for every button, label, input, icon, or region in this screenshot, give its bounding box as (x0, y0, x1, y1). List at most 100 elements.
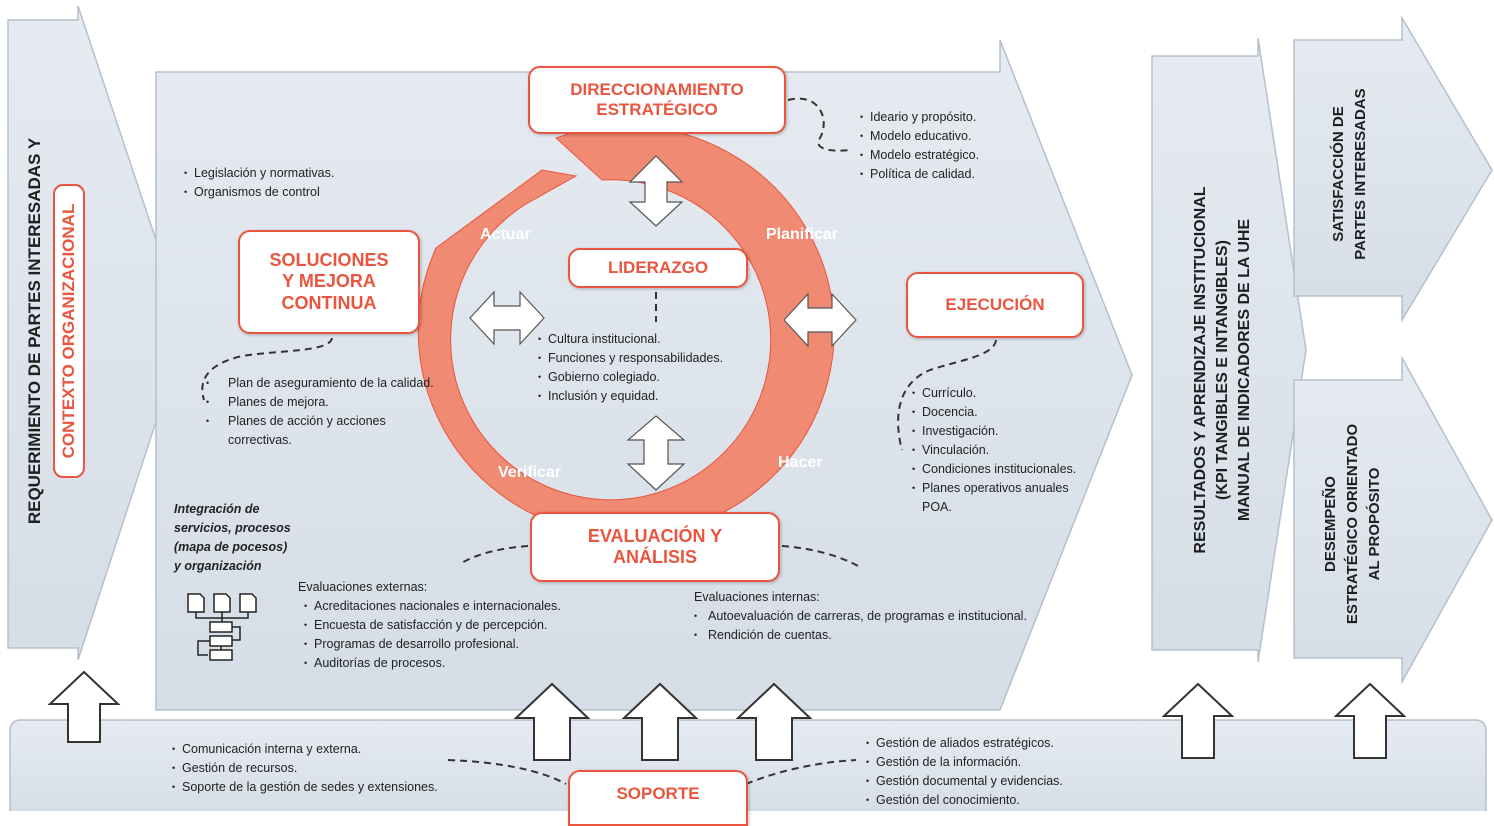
evaluaciones-externas-list: Acreditaciones nacionales e internaciona… (304, 597, 644, 673)
list-item: Docencia. (912, 403, 1140, 422)
up-arrow-left (47, 670, 121, 743)
list-item: Gestión documental y evidencias. (866, 772, 1166, 791)
list-item: Funciones y responsabilidades. (538, 349, 788, 368)
list-item: Inclusión y equidad. (538, 387, 788, 406)
requirement-arrow-label: REQUERIMIENTO DE PARTES INTERESADAS Y CO… (6, 31, 102, 631)
list-item: Ideario y propósito. (860, 108, 1060, 127)
resultados-line-3: MANUAL DE INDICADORES DE LA UHE (1236, 218, 1253, 522)
integracion-line-1: Integración de (174, 502, 260, 516)
liderazgo-box: LIDERAZGO (568, 248, 748, 288)
list-item: Gestión de la información. (866, 753, 1166, 772)
cycle-label-hacer: Hacer (778, 454, 823, 471)
list-item: Plan de aseguramiento de la calidad. (206, 374, 446, 393)
up-arrow-support-2 (621, 682, 699, 761)
evaluaciones-internas-list: Autoevaluación de carreras, de programas… (694, 607, 1032, 645)
direccionamiento-box: DIRECCIONAMIENTO ESTRATÉGICO (528, 66, 786, 134)
list-item: Acreditaciones nacionales e internaciona… (304, 597, 644, 616)
soluciones-box: SOLUCIONES Y MEJORA CONTINUA (238, 230, 420, 334)
integracion-line-3: (mapa de pocesos) (174, 540, 288, 554)
list-item: Gestión de recursos. (172, 759, 492, 778)
ejecucion-title: EJECUCIÓN (945, 294, 1045, 314)
soluciones-line-1: SOLUCIONES (269, 250, 389, 271)
integracion-label: Integración de servicios, procesos (mapa… (174, 500, 314, 576)
list-item: Cultura institucional. (538, 330, 788, 349)
soporte-left-list: Comunicación interna y externa. Gestión … (172, 740, 492, 797)
requirement-line-1: REQUERIMIENTO DE PARTES INTERESADAS Y (25, 137, 44, 525)
connector-soluciones (201, 337, 333, 401)
list-item: Planes operativos anuales POA. (912, 479, 1072, 517)
up-arrow-results (1161, 682, 1235, 759)
list-item: Gestión del conocimiento. (866, 791, 1166, 810)
list-item: Modelo educativo. (860, 127, 1060, 146)
satisfaccion-line-1: SATISFACCIÓN DE (1330, 106, 1347, 242)
satisfaccion-label: SATISFACCIÓN DE PARTES INTERESADAS (1322, 54, 1378, 294)
up-arrow-support-1 (513, 682, 591, 761)
connector-eval-left (459, 545, 529, 565)
desempeno-line-1: DESEMPEÑO (1322, 476, 1339, 572)
list-item: Planes de acción y acciones correctivas. (206, 412, 446, 450)
evaluacion-box: EVALUACIÓN Y ANÁLISIS (530, 512, 780, 582)
resultados-line-2: (KPI TANGIBLES E INTANGIBLES) (1214, 240, 1231, 500)
list-item: Currículo. (912, 384, 1140, 403)
soporte-right-list: Gestión de aliados estratégicos. Gestión… (866, 734, 1166, 810)
connector-direccionamiento (787, 97, 851, 152)
list-item: Soporte de la gestión de sedes y extensi… (172, 778, 492, 797)
double-arrow-left (469, 290, 545, 346)
cycle-label-planificar: Planificar (766, 226, 839, 243)
satisfaccion-line-2: PARTES INTERESADAS (1352, 88, 1369, 260)
double-arrow-top (628, 155, 684, 227)
ejecucion-list: Currículo. Docencia. Investigación. Vinc… (912, 384, 1140, 517)
list-item: Legislación y normativas. (184, 164, 424, 183)
list-item: Comunicación interna y externa. (172, 740, 492, 759)
contexto-list: Legislación y normativas. Organismos de … (184, 164, 424, 202)
satisfaction-arrow (1293, 15, 1493, 323)
list-item: Rendición de cuentas. (694, 626, 1032, 645)
ejecucion-box: EJECUCIÓN (906, 272, 1084, 338)
cycle-label-actuar: Actuar (480, 226, 531, 243)
list-item: Gestión de aliados estratégicos. (866, 734, 1166, 753)
integracion-line-4: y organización (174, 559, 262, 573)
integracion-line-2: servicios, procesos (174, 521, 291, 535)
evaluacion-line-1: EVALUACIÓN Y (587, 525, 723, 546)
connector-eval-right (781, 545, 859, 567)
list-item: Vinculación. (912, 441, 1140, 460)
desempeno-line-2: ESTRATÉGICO ORIENTADO (1344, 423, 1361, 625)
evaluaciones-internas-title: Evaluaciones internas: (694, 590, 820, 604)
resultados-label: RESULTADOS Y APRENDIZAJE INSTITUCIONAL (… (1168, 80, 1278, 660)
requirement-arrow (7, 5, 187, 661)
double-arrow-bottom (626, 415, 686, 491)
desempeno-label: DESEMPEÑO ESTRATÉGICO ORIENTADO AL PROPÓ… (1315, 379, 1391, 669)
liderazgo-list: Cultura institucional. Funciones y respo… (538, 330, 788, 406)
soluciones-list: Plan de aseguramiento de la calidad. Pla… (206, 374, 446, 450)
soporte-box: SOPORTE (568, 770, 748, 826)
liderazgo-title: LIDERAZGO (607, 257, 709, 277)
list-item: Planes de mejora. (206, 393, 446, 412)
process-map-icon (187, 593, 257, 661)
soluciones-line-3: CONTINUA (281, 292, 377, 313)
soporte-title: SOPORTE (616, 783, 700, 803)
direccionamiento-list: Ideario y propósito. Modelo educativo. M… (860, 108, 1060, 184)
list-item: Modelo estratégico. (860, 146, 1060, 165)
contexto-organizacional-label: CONTEXTO ORGANIZACIONAL (59, 203, 78, 459)
list-item: Organismos de control (184, 183, 424, 202)
up-arrow-outcomes (1333, 682, 1407, 759)
cycle-label-verificar: Verificar (498, 464, 562, 481)
list-item: Encuesta de satisfacción y de percepción… (304, 616, 644, 635)
soluciones-line-2: Y MEJORA (282, 271, 376, 292)
list-item: Política de calidad. (860, 165, 1060, 184)
performance-arrow (1293, 355, 1493, 685)
up-arrow-support-3 (735, 682, 813, 761)
connector-ejecucion (897, 339, 997, 451)
contexto-organizacional-box: CONTEXTO ORGANIZACIONAL (53, 183, 85, 479)
evaluaciones-externas-title: Evaluaciones externas: (298, 580, 428, 594)
list-item: Gobierno colegiado. (538, 368, 788, 387)
evaluacion-line-2: ANÁLISIS (612, 547, 697, 567)
list-item: Investigación. (912, 422, 1140, 441)
results-arrow (1151, 37, 1307, 663)
list-item: Auditorías de procesos. (304, 654, 644, 673)
list-item: Autoevaluación de carreras, de programas… (694, 607, 1032, 626)
direccionamiento-line-2: ESTRATÉGICO (596, 100, 718, 119)
double-arrow-right (783, 292, 857, 348)
list-item: Condiciones institucionales. (912, 460, 1140, 479)
